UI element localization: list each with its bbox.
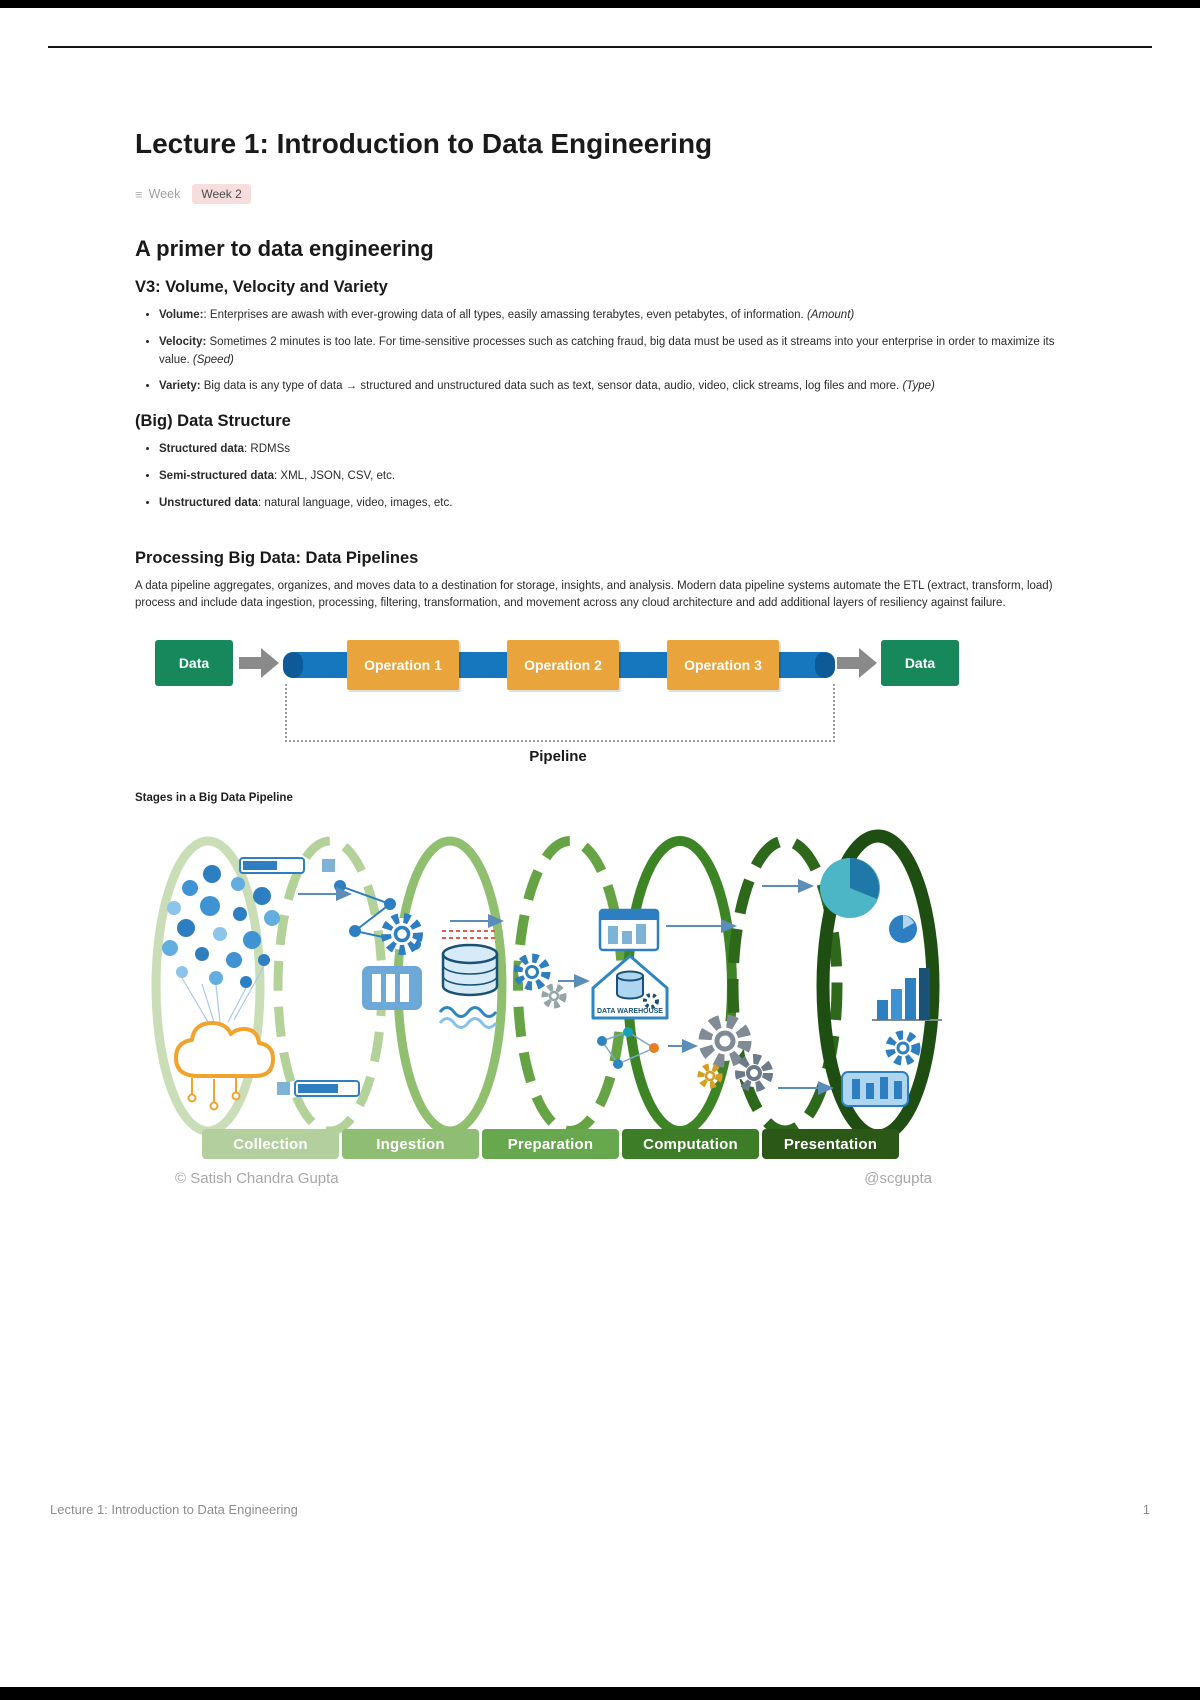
list-item: Semi-structured data: XML, JSON, CSV, et… [159, 468, 1065, 486]
footer-page-number: 1 [1142, 1502, 1150, 1517]
week-property-label: Week [148, 187, 181, 201]
bottom-border-bar [0, 1687, 1200, 1700]
list-item: Volume:: Enterprises are awash with ever… [159, 307, 1065, 325]
structure-bullet-list: Structured data: RDMSs Semi-structured d… [135, 441, 1065, 512]
operation-2-box: Operation 2 [507, 640, 619, 691]
operation-3-box: Operation 3 [667, 640, 779, 691]
stage-ingestion: Ingestion [342, 1129, 479, 1160]
big-data-pipeline-illustration: DATA WAREHOUSE [150, 826, 950, 1198]
data-stream-waves-icon [438, 1006, 498, 1030]
gear-icon [513, 953, 567, 1009]
page-content: Lecture 1: Introduction to Data Engineer… [135, 128, 1065, 1198]
pipelines-paragraph: A data pipeline aggregates, organizes, a… [135, 579, 1053, 609]
molecule-icon [597, 1027, 659, 1070]
list-item: Structured data: RDMSs [159, 441, 1065, 459]
subheading-data-structure: (Big) Data Structure [135, 412, 291, 431]
subheading-pipelines: Processing Big Data: Data Pipelines [135, 548, 419, 567]
data-warehouse-icon: DATA WAREHOUSE [591, 954, 669, 1020]
top-border-bar [0, 0, 1200, 8]
pipeline-label: Pipeline [529, 748, 587, 766]
subheading-v3: V3: Volume, Velocity and Variety [135, 278, 388, 296]
equalizer-icon [841, 1071, 909, 1108]
source-network-icon [162, 865, 280, 1023]
progress-bar-icon [239, 857, 335, 875]
property-row: ≡ Week Week 2 [135, 184, 1065, 204]
list-icon: ≡ [135, 186, 143, 202]
list-item: Variety: Big data is any type of data → … [159, 378, 1065, 396]
copyright-credit: © Satish Chandra Gupta [175, 1170, 339, 1188]
pipeline-bracket [285, 684, 835, 743]
gear-icon [381, 913, 423, 956]
header-rule [48, 46, 1152, 48]
v3-bullet-list: Volume:: Enterprises are awash with ever… [135, 307, 1065, 396]
stage-computation: Computation [622, 1129, 759, 1160]
filter-icon [362, 966, 422, 1011]
flow-arrows [298, 879, 834, 1096]
warehouse-label: DATA WAREHOUSE [597, 1008, 663, 1015]
gear-icon [885, 1030, 921, 1066]
arrow-right-icon [837, 648, 877, 679]
tunnel-hoops [151, 829, 940, 1143]
footer-title: Lecture 1: Introduction to Data Engineer… [50, 1502, 298, 1517]
small-pie-chart-icon [889, 915, 917, 944]
week-property: ≡ Week [135, 187, 180, 202]
stage-presentation: Presentation [762, 1129, 899, 1160]
bar-chart-icon [872, 968, 942, 1022]
stages-caption: Stages in a Big Data Pipeline [135, 792, 293, 805]
pie-chart-icon [820, 858, 880, 919]
stage-collection: Collection [202, 1129, 339, 1160]
database-icon [441, 930, 499, 997]
week-tag-badge: Week 2 [192, 184, 251, 204]
dashboard-window-icon [598, 908, 660, 952]
progress-bar-icon [277, 1080, 360, 1098]
data-target-box: Data [881, 640, 959, 687]
gears-cluster-icon [697, 1014, 773, 1093]
arrow-right-icon [239, 648, 279, 679]
tunnel-illustration-svg: DATA WAREHOUSE [151, 829, 942, 1143]
pipeline-diagram: Data Operation 1 Operation 2 Operation 3… [135, 630, 1065, 780]
page-title: Lecture 1: Introduction to Data Engineer… [135, 128, 713, 159]
section-heading-primer: A primer to data engineering [135, 236, 434, 261]
stage-labels: Collection Ingestion Preparation Computa… [202, 1129, 899, 1160]
list-item: Velocity: Sometimes 2 minutes is too lat… [159, 334, 1065, 370]
operation-1-box: Operation 1 [347, 640, 459, 691]
list-item: Unstructured data: natural language, vid… [159, 495, 1065, 513]
data-source-box: Data [155, 640, 233, 687]
cloud-icon [174, 1021, 275, 1111]
stage-preparation: Preparation [482, 1129, 619, 1160]
handle-credit: @scgupta [864, 1170, 932, 1188]
